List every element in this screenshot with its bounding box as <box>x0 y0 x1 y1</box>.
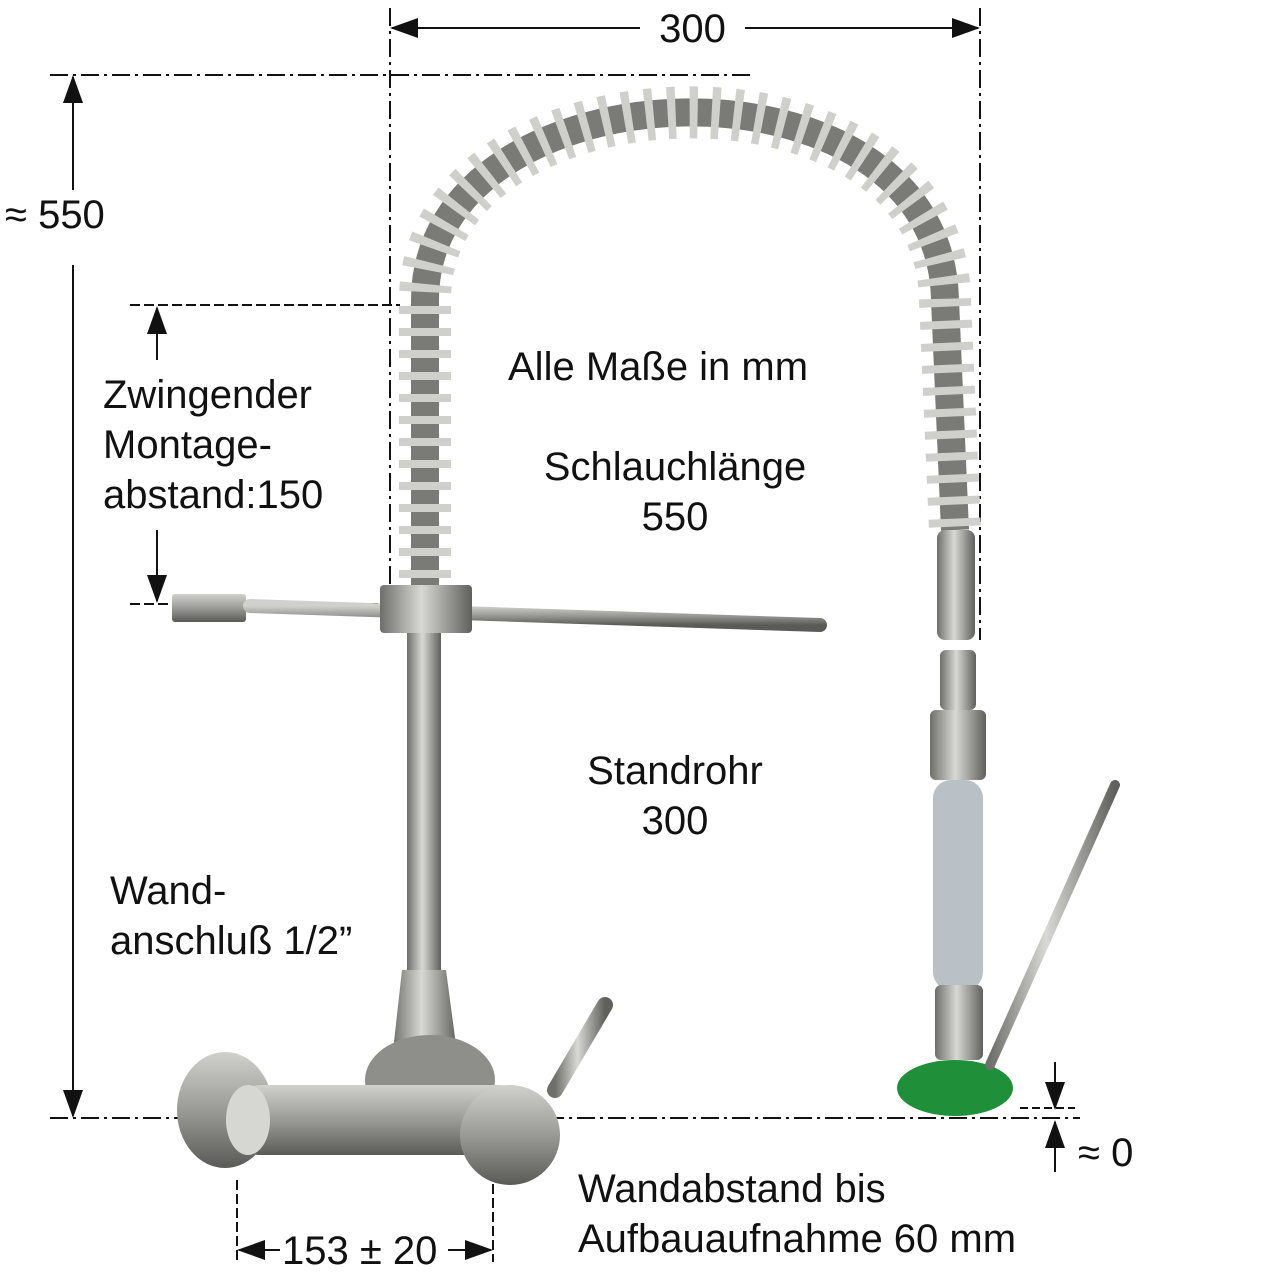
faucet-illustration <box>172 86 1120 1185</box>
ground-clearance-label: ≈ 0 <box>1078 1131 1134 1175</box>
height-dimension-label: ≈ 550 <box>5 193 105 237</box>
standpipe-label: Standrohr <box>587 749 763 793</box>
mount-label-line3: abstand:150 <box>103 473 324 517</box>
wall-connection-line2: anschluß 1/2” <box>110 919 353 963</box>
wall-connection-line1: Wand- <box>110 869 227 913</box>
standpipe <box>407 633 441 973</box>
standpipe-value: 300 <box>641 799 709 843</box>
spray-grip <box>933 780 983 990</box>
mount-label-line2: Montage- <box>103 423 272 467</box>
width-dimension-label: 300 <box>659 7 726 51</box>
valve-body <box>240 1085 520 1155</box>
swing-arm <box>243 599 827 632</box>
valve-lever <box>547 997 613 1098</box>
green-ring <box>897 1060 1013 1116</box>
spring-coils <box>399 86 981 600</box>
mount-label-line1: Zwingender <box>103 373 313 417</box>
spacing-dimension-label: 153 ± 20 <box>282 1229 438 1273</box>
arm-collar <box>380 585 472 633</box>
spray-trigger <box>985 780 1120 1070</box>
units-note: Alle Maße in mm <box>508 345 809 389</box>
wall-bracket <box>172 594 246 622</box>
hose-length-value: 550 <box>641 495 709 539</box>
wall-distance-line2: Aufbauaufnahme 60 mm <box>578 1217 1017 1261</box>
hose-length-label: Schlauchlänge <box>543 445 807 489</box>
wall-distance-line1: Wandabstand bis <box>578 1167 886 1211</box>
